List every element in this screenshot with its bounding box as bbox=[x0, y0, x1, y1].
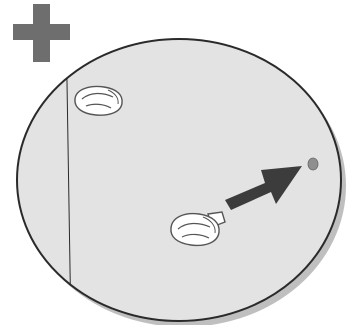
wall-anchor-icon bbox=[75, 87, 122, 116]
drill-hole-icon bbox=[308, 158, 318, 170]
plus-icon bbox=[13, 4, 70, 62]
